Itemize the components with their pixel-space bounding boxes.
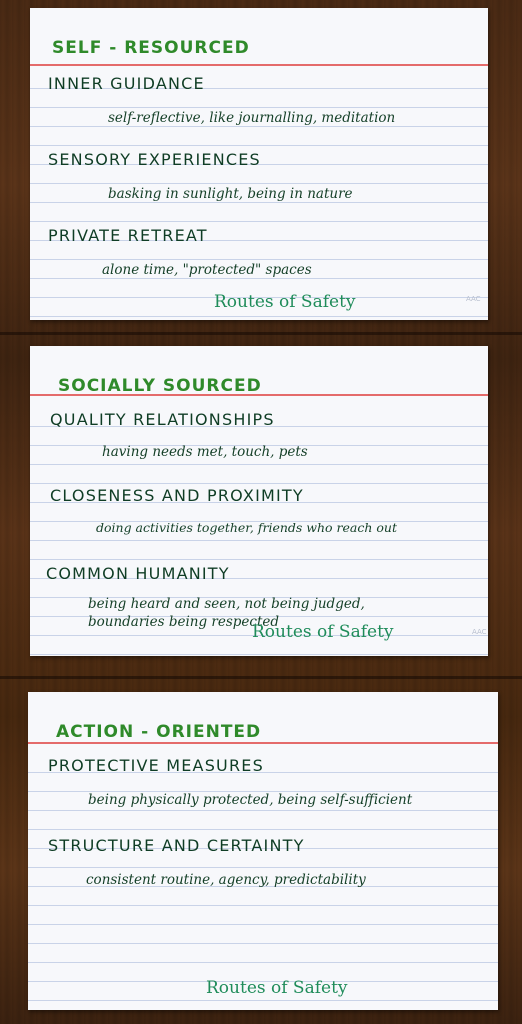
item-heading: QUALITY RELATIONSHIPS <box>50 410 275 429</box>
item-description: having needs met, touch, pets <box>102 444 308 460</box>
corner-mark: AAC <box>472 628 487 636</box>
item-heading: COMMON HUMANITY <box>46 564 230 583</box>
card-margin-line <box>30 394 488 396</box>
item-heading: PRIVATE RETREAT <box>48 226 208 245</box>
corner-mark: AAC <box>466 295 481 303</box>
card-margin-line <box>28 742 498 744</box>
item-description: doing activities together, friends who r… <box>96 520 397 535</box>
card-title: ACTION - ORIENTED <box>56 722 262 742</box>
item-heading: PROTECTIVE MEASURES <box>48 756 264 775</box>
item-heading: STRUCTURE AND CERTAINTY <box>48 836 305 855</box>
card-title: SELF - RESOURCED <box>52 38 250 58</box>
item-description: being heard and seen, not being judged, <box>88 596 365 612</box>
card-footer: Routes of Safety <box>252 622 394 642</box>
item-description: boundaries being respected <box>88 614 280 630</box>
item-description: alone time, "protected" spaces <box>102 262 312 278</box>
index-card-self-resourced: SELF - RESOURCED INNER GUIDANCE self-ref… <box>30 8 488 320</box>
index-card-action-oriented: ACTION - ORIENTED PROTECTIVE MEASURES be… <box>28 692 498 1010</box>
item-description: self-reflective, like journalling, medit… <box>108 110 396 126</box>
card-footer: Routes of Safety <box>214 292 356 312</box>
item-heading: CLOSENESS AND PROXIMITY <box>50 486 304 505</box>
item-description: being physically protected, being self-s… <box>88 792 413 808</box>
item-heading: INNER GUIDANCE <box>48 74 205 93</box>
wood-seam <box>0 332 522 335</box>
item-description: consistent routine, agency, predictabili… <box>86 872 366 888</box>
item-description: basking in sunlight, being in nature <box>108 186 353 202</box>
card-margin-line <box>30 64 488 66</box>
wood-seam <box>0 676 522 679</box>
index-card-socially-sourced: SOCIALLY SOURCED QUALITY RELATIONSHIPS h… <box>30 346 488 656</box>
item-heading: SENSORY EXPERIENCES <box>48 150 261 169</box>
card-footer: Routes of Safety <box>206 978 348 998</box>
card-title: SOCIALLY SOURCED <box>58 376 262 396</box>
